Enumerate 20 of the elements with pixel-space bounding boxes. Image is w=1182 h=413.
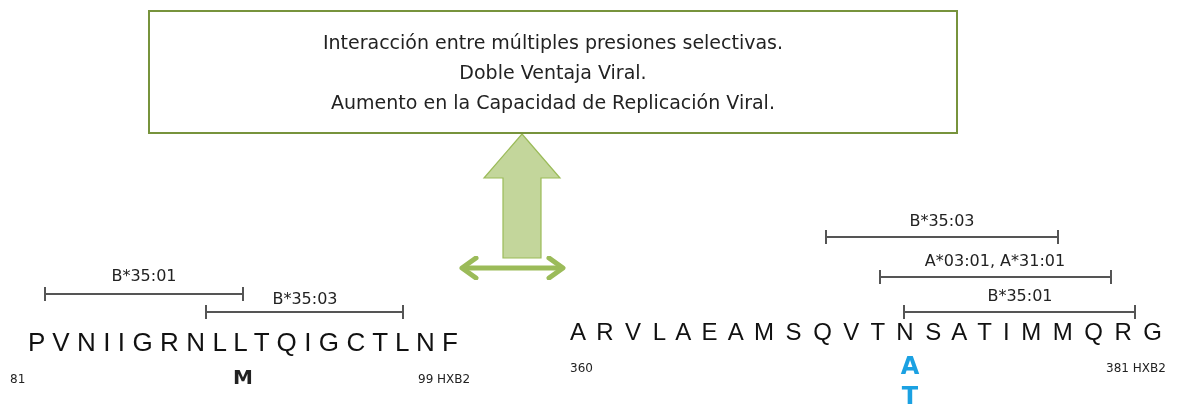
mutation-letter: T — [901, 383, 919, 411]
protein-sequence: P V N I I G R N L L T Q I G C T L N F — [28, 328, 458, 358]
allele-label: B*35:03 — [272, 290, 338, 309]
summary-line: Doble Ventaja Viral. — [459, 60, 647, 85]
position-number: 99 HXB2 — [418, 373, 471, 387]
allele-label: A*03:01, A*31:01 — [924, 252, 1066, 271]
position-number: 360 — [570, 362, 593, 376]
allele-label: B*35:01 — [111, 267, 177, 286]
summary-box — [148, 10, 958, 134]
position-number: 81 — [10, 373, 26, 387]
double-arrow — [459, 255, 566, 281]
protein-sequence: A R V L A E A M S Q V T N S A T I M M Q R G — [570, 318, 1162, 346]
allele-label: B*35:01 — [987, 287, 1053, 306]
summary-line: Aumento en la Capacidad de Replicación Viral. — [331, 90, 775, 115]
position-number: 381 HXB2 — [1106, 362, 1166, 376]
summary-line: Interacción entre múltiples presiones selectivas. — [322, 30, 784, 55]
mutation-letter: A — [900, 353, 920, 381]
mutation-letter: M — [233, 366, 253, 389]
allele-label: B*35:03 — [909, 212, 975, 231]
block-arrow — [482, 133, 562, 259]
